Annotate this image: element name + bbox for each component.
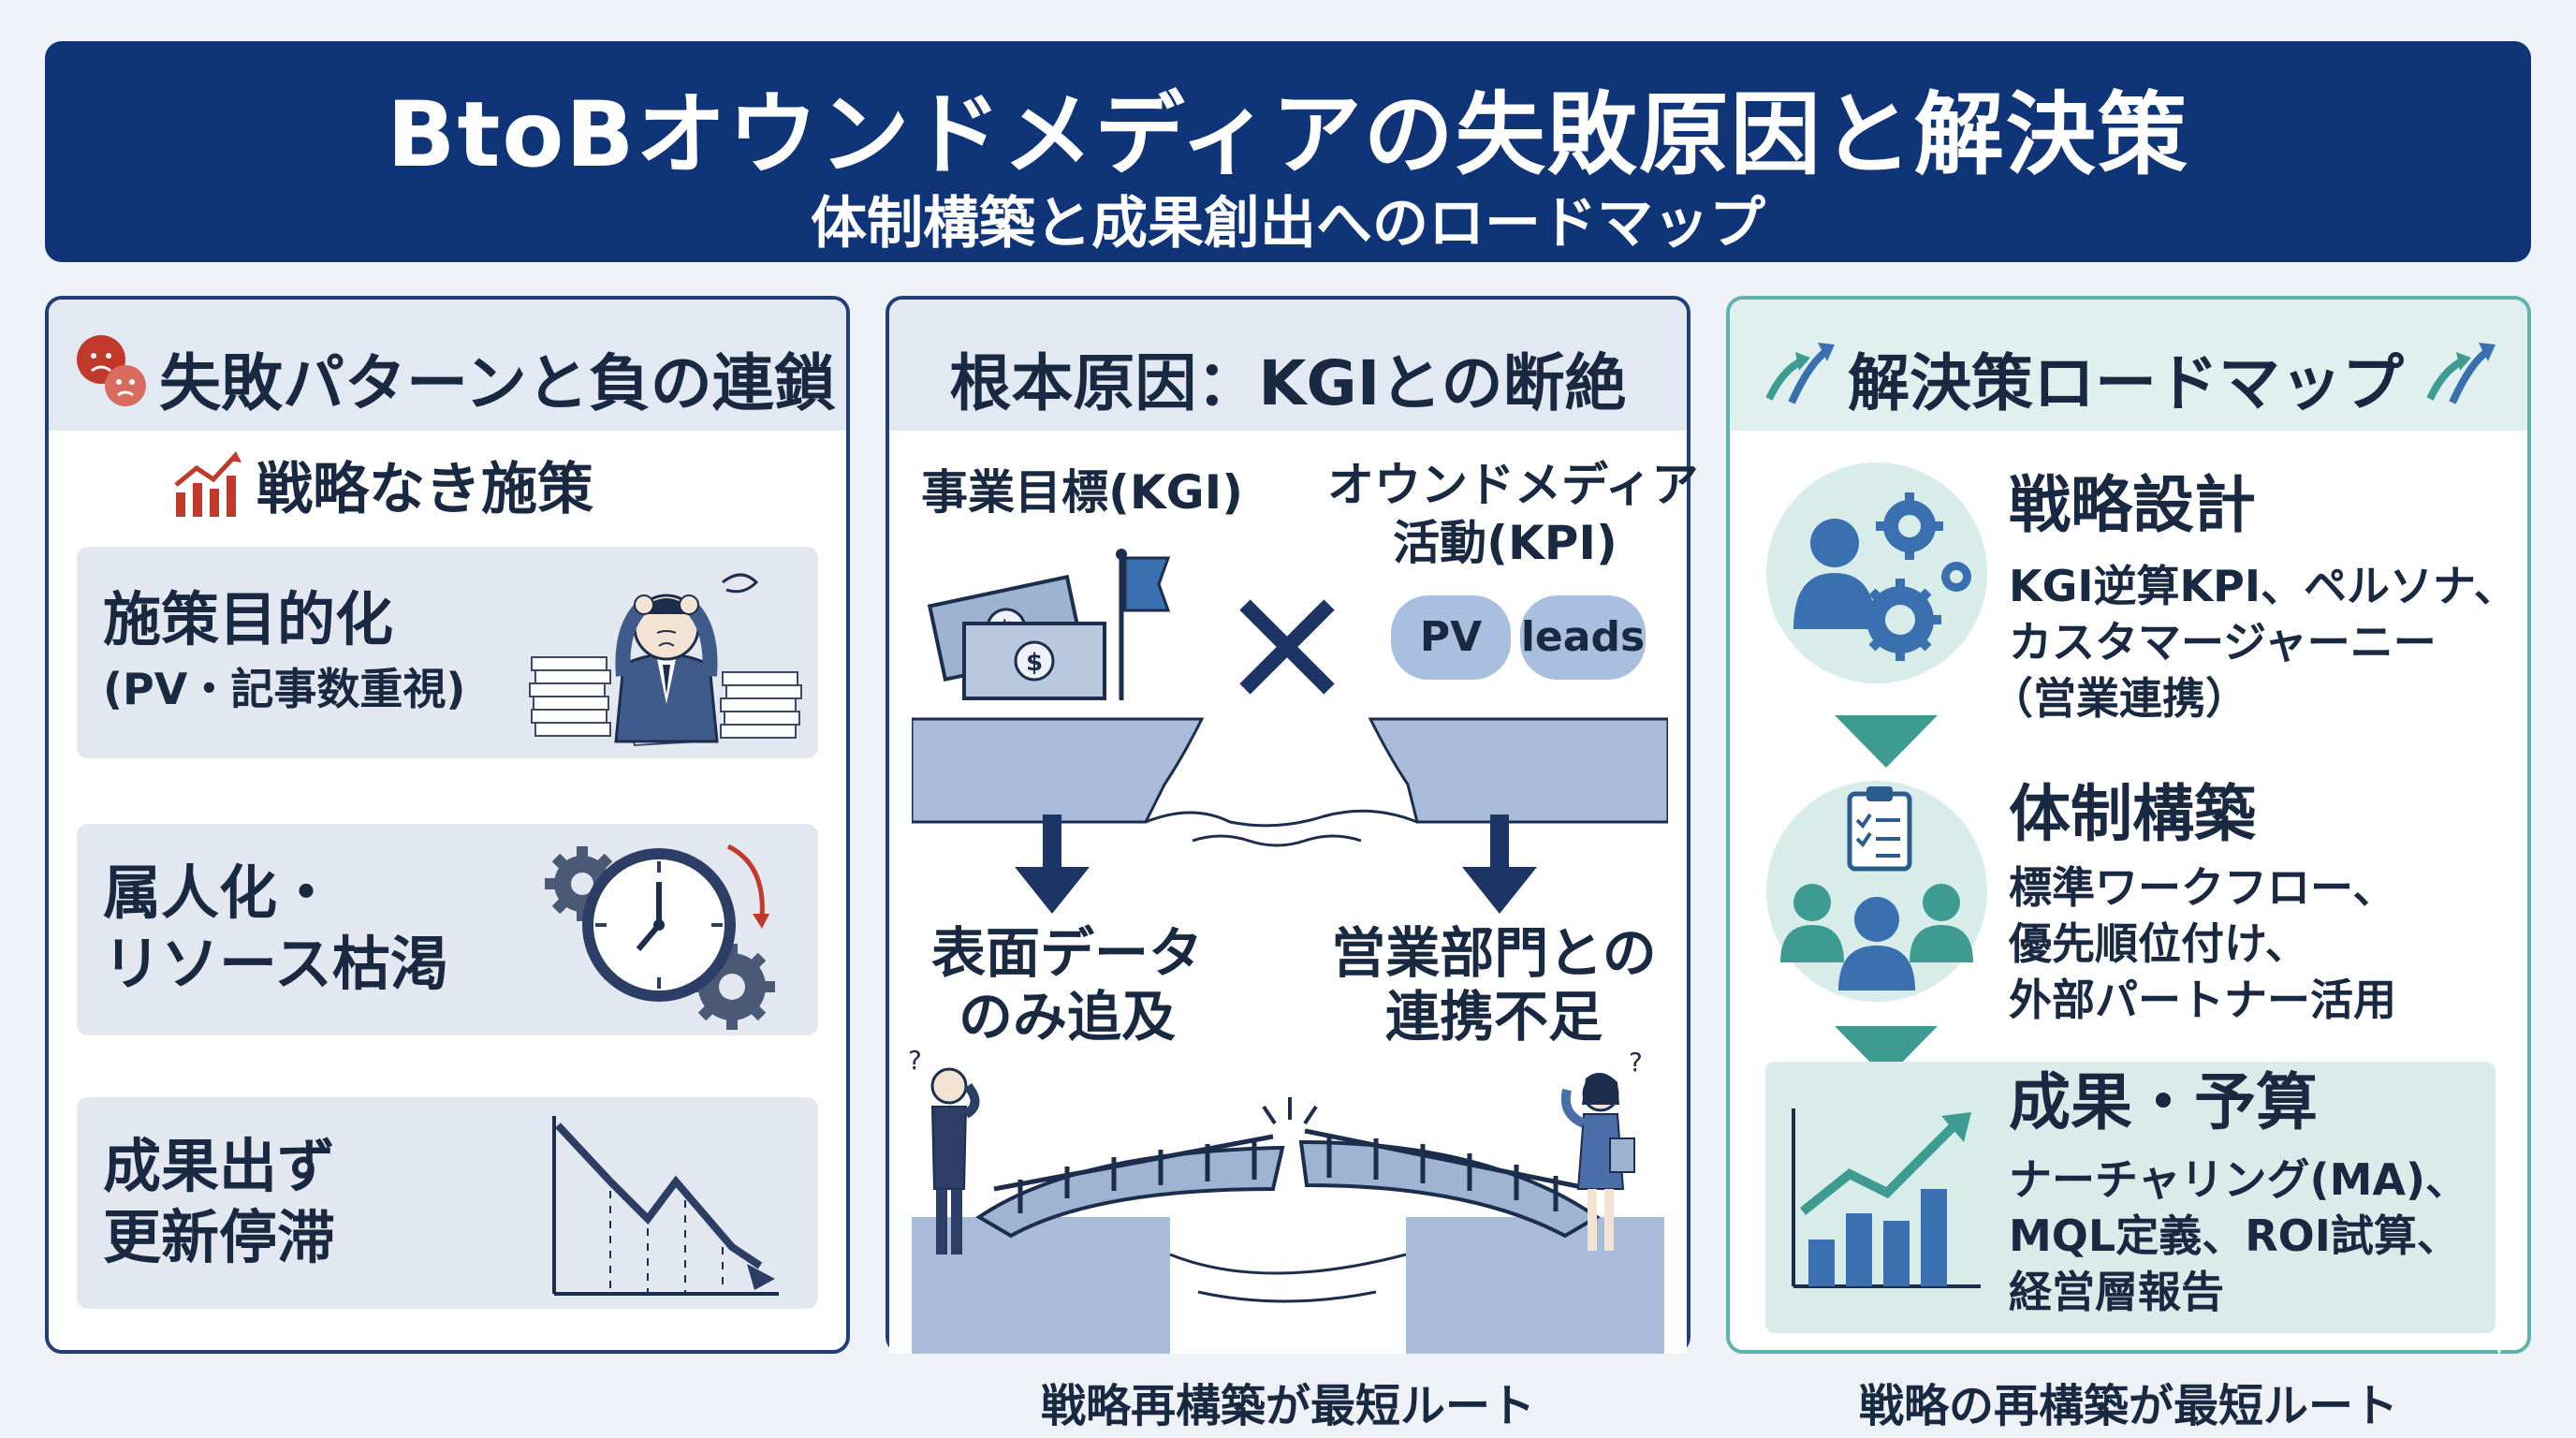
growth-arrows-icon bbox=[1765, 343, 1835, 404]
step-detail: ナーチャリング(MA)、 bbox=[2009, 1154, 2468, 1205]
step-detail: KGI逆算KPI、ペルソナ、 bbox=[2009, 561, 2517, 611]
step-detail: 優先順位付け、 bbox=[2009, 918, 2308, 969]
card-title: リソース枯渇 bbox=[103, 930, 448, 998]
confused-man: ? bbox=[908, 1049, 980, 1255]
svg-text:$: $ bbox=[1026, 649, 1043, 677]
surface-data-label: 表面データ bbox=[930, 921, 1203, 985]
step-detail: MQL定義、ROI試算、 bbox=[2009, 1211, 2460, 1261]
step-detail: 経営層報告 bbox=[2009, 1267, 2224, 1317]
step-detail: 外部パートナー活用 bbox=[2009, 975, 2396, 1025]
root-cause-panel: 根本原因：KGIとの断絶 事業目標(KGI) オウンドメディア 活動(KPI) … bbox=[886, 296, 1699, 1354]
card-title: 属人化・ bbox=[103, 858, 336, 927]
step-detail: 標準ワークフロー、 bbox=[2009, 862, 2396, 913]
growth-arrows-icon bbox=[2426, 343, 2496, 404]
team-checklist-icon bbox=[1766, 781, 1987, 1002]
panel-header: 解決策ロードマップ bbox=[1730, 300, 2527, 431]
surface-data-label: のみ追及 bbox=[958, 985, 1176, 1049]
clock-gears-icon bbox=[545, 844, 775, 1030]
disconnect-x-icon bbox=[1239, 599, 1335, 695]
strategy-gears-icon bbox=[1766, 462, 1987, 683]
failure-card: 施策目的化 (PV・記事数重視) bbox=[77, 547, 818, 758]
cliff-gap-illustration bbox=[912, 717, 1668, 847]
results-budget-box: 成果・予算 ナーチャリング(MA)、 MQL定義、ROI試算、 経営層報告 bbox=[1765, 1062, 2496, 1333]
panel-subtitle: 戦略なき施策 bbox=[256, 457, 593, 522]
sparkle-icon bbox=[2482, 1324, 2516, 1357]
sales-gap-label: 連携不足 bbox=[1384, 985, 1603, 1049]
sales-gap-label: 営業部門との bbox=[1331, 921, 1657, 985]
money-flag-icon: $ $ bbox=[927, 549, 1170, 700]
panel-title: 根本原因：KGIとの断絶 bbox=[949, 347, 1627, 419]
page-subtitle: 体制構築と成果創出へのロードマップ bbox=[811, 191, 1765, 257]
kgi-label: 事業目標(KGI) bbox=[921, 465, 1244, 520]
panel-title: 失敗パターンと負の連鎖 bbox=[159, 347, 836, 419]
failure-pattern-panel: 失敗パターンと負の連鎖 戦略なき施策 施策目的化 (PV・記事数重視) bbox=[45, 296, 850, 1354]
stressed-businessman-icon bbox=[529, 573, 802, 747]
confused-woman: ? bbox=[1560, 1049, 1643, 1251]
step-title: 成果・予算 bbox=[2009, 1066, 2318, 1138]
arrow-down-icon bbox=[1015, 814, 1090, 914]
card-title: 施策目的化 bbox=[103, 585, 394, 653]
sad-faces-icon bbox=[77, 335, 146, 406]
downtrend-chart-icon bbox=[552, 1116, 779, 1296]
pv-pill: PV bbox=[1391, 595, 1511, 680]
svg-text:?: ? bbox=[908, 1049, 922, 1076]
panel-header: 根本原因：KGIとの断絶 bbox=[889, 300, 1687, 431]
failure-card: 成果出ず 更新停滞 bbox=[77, 1097, 818, 1309]
panel-header: 失敗パターンと負の連鎖 bbox=[49, 300, 846, 431]
right-caption: 戦略の再構築が最短ルート bbox=[1858, 1380, 2398, 1432]
arrow-down-icon bbox=[1462, 814, 1537, 914]
step-arrow-down-icon bbox=[1835, 1026, 1938, 1078]
card-title: 成果出ず bbox=[103, 1132, 336, 1200]
page-title: BtoBオウンドメディアの失敗原因と解決策 bbox=[387, 82, 2189, 187]
solution-roadmap-panel: 解決策ロードマップ 戦略設計 KGI逆算KPI、ペルソナ、 カスタマージャーニー… bbox=[1726, 296, 2531, 1354]
middle-caption: 戦略再構築が最短ルート bbox=[1040, 1380, 1535, 1432]
failure-card: 属人化・ リソース枯渇 bbox=[77, 824, 818, 1035]
step-detail: カスタマージャーニー bbox=[2009, 617, 2437, 668]
step-arrow-down-icon bbox=[1835, 715, 1938, 768]
card-detail: (PV・記事数重視) bbox=[103, 664, 466, 714]
broken-bridge-illustration: ? ? bbox=[908, 1049, 1664, 1354]
kpi-label-line2: 活動(KPI) bbox=[1393, 516, 1617, 570]
leads-pill: leads bbox=[1520, 595, 1646, 680]
panel-title: 解決策ロードマップ bbox=[1848, 347, 2404, 419]
growth-bar-chart-icon bbox=[1792, 1108, 1981, 1288]
step-title: 戦略設計 bbox=[2009, 469, 2256, 541]
step-detail: （営業連携） bbox=[1990, 673, 2248, 724]
svg-text:?: ? bbox=[1629, 1049, 1643, 1078]
kpi-label-line1: オウンドメディア bbox=[1327, 458, 1699, 512]
declining-chart-icon bbox=[174, 451, 242, 517]
step-title: 体制構築 bbox=[2009, 778, 2256, 850]
header-banner: BtoBオウンドメディアの失敗原因と解決策 体制構築と成果創出へのロードマップ bbox=[45, 41, 2531, 262]
card-title: 更新停滞 bbox=[103, 1203, 336, 1271]
